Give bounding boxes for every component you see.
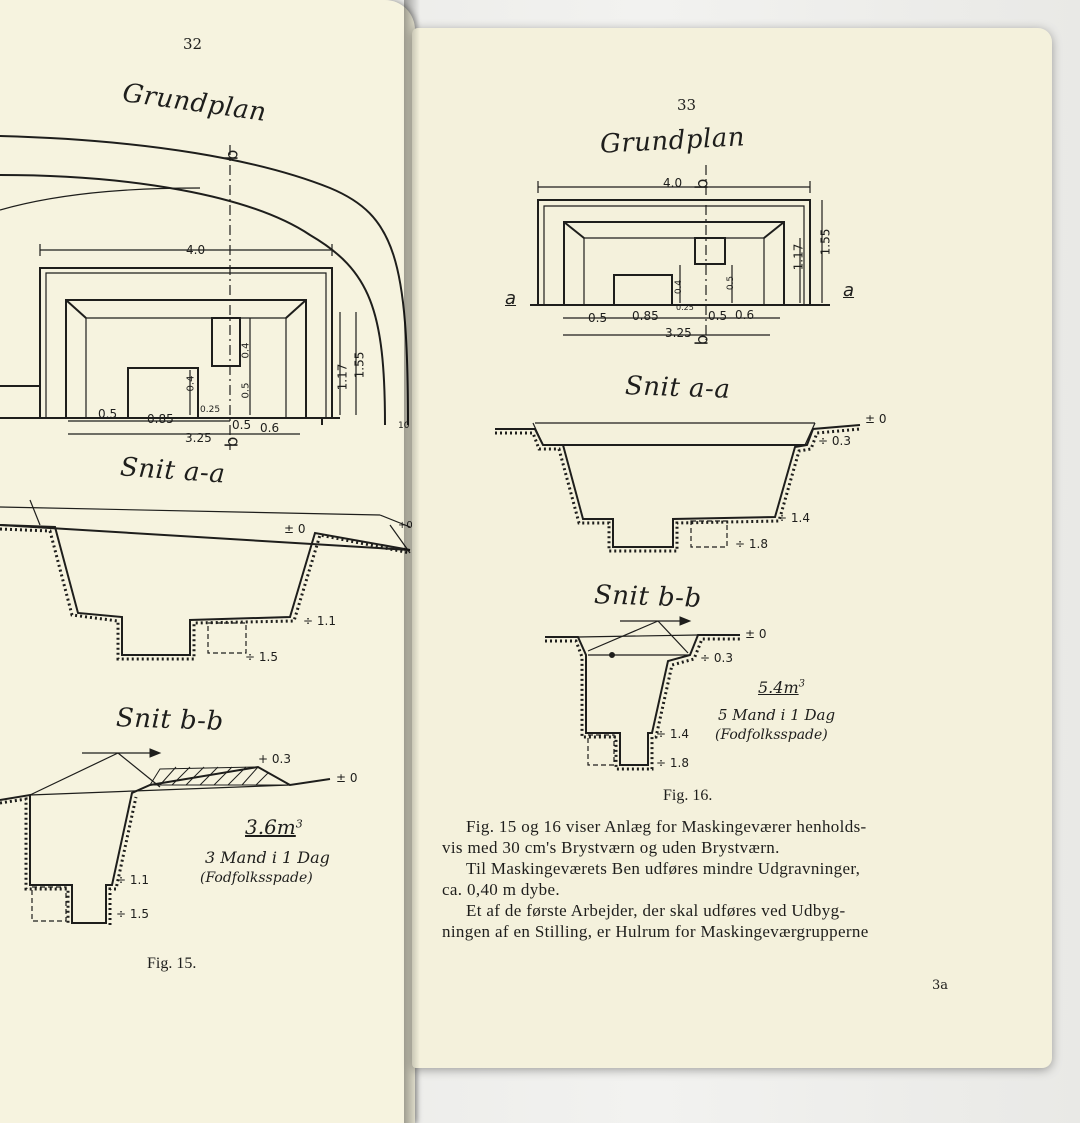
left-section-b-label-top: b <box>222 149 243 161</box>
right-dim-h1: 1.17 <box>791 243 806 271</box>
body-line: ningen af en Stilling, er Hulrum for Mas… <box>442 922 869 941</box>
left-work-volume: 3.6m3 <box>245 815 303 839</box>
right-work-volume-value: 5.4m <box>758 678 799 697</box>
left-dim-h1: 1.17 <box>335 363 350 391</box>
right-section-bb-drawing <box>540 616 760 775</box>
right-bb-depth2: ÷ 1.8 <box>656 756 689 770</box>
left-dim-clip: 10 <box>398 421 409 431</box>
left-dim-h2: 1.55 <box>352 351 367 379</box>
right-page <box>412 28 1052 1068</box>
right-dim-d4: 0.5 <box>708 309 728 323</box>
body-line: ca. 0,40 m dybe. <box>442 880 560 899</box>
right-body-text: Fig. 15 og 16 viser Anlæg for Maskingevæ… <box>442 816 962 942</box>
right-bb-ground: ± 0 <box>745 627 767 641</box>
right-section-a-label-left: a <box>505 288 517 309</box>
body-line: Til Maskingeværets Ben udføres mindre Ud… <box>466 859 861 878</box>
right-dim-d2: 0.85 <box>632 309 659 323</box>
right-aa-depth2: ÷ 1.8 <box>735 537 768 551</box>
left-aa-ground: ± 0 <box>284 522 306 536</box>
right-work-tool: (Fodfolksspade) <box>715 727 828 743</box>
left-work-crew: 3 Mand i 1 Dag <box>205 848 330 867</box>
left-page <box>0 0 415 1123</box>
left-ground-plan-drawing <box>0 140 410 460</box>
left-section-b-label-bottom: b <box>222 436 243 448</box>
left-bb-depth1: ÷ 1.1 <box>116 873 149 887</box>
body-line: Fig. 15 og 16 viser Anlæg for Maskingevæ… <box>466 817 867 836</box>
left-dim-v2: 0.5 <box>240 382 252 399</box>
left-dim-d1: 0.5 <box>98 407 118 421</box>
left-dim-d3: 0.25 <box>200 405 221 415</box>
right-section-bb-title: Snit b-b <box>593 580 703 614</box>
left-bb-ground: ± 0 <box>336 771 358 785</box>
right-dim-v1: 0.4 <box>674 279 685 295</box>
left-section-bb-title: Snit b-b <box>115 703 225 737</box>
left-work-tool: (Fodfolksspade) <box>200 870 313 886</box>
left-section-aa-drawing <box>0 495 410 665</box>
right-dim-h2: 1.55 <box>818 228 833 256</box>
right-dim-total: 3.25 <box>665 326 692 340</box>
right-aa-depth1: ÷ 1.4 <box>777 511 810 525</box>
left-aa-depth1: ÷ 1.1 <box>303 614 336 628</box>
right-bb-step: ÷ 0.3 <box>700 651 733 665</box>
signature-mark: 3a <box>932 978 949 993</box>
body-line: Et af de første Arbejder, der skal udfør… <box>466 901 846 920</box>
left-aa-cut-right: +0.3 <box>398 520 422 531</box>
right-aa-ground: ± 0 <box>865 412 887 426</box>
left-bb-depth2: ÷ 1.5 <box>116 907 149 921</box>
right-section-b-label-bottom: b <box>692 334 713 346</box>
left-aa-depth2: ÷ 1.5 <box>245 650 278 664</box>
left-dim-d2: 0.85 <box>147 412 174 426</box>
left-figure-caption: Fig. 15. <box>147 955 197 972</box>
right-section-a-label-right: a <box>843 280 855 301</box>
left-work-volume-value: 3.6m <box>245 815 296 839</box>
left-section-bb-drawing <box>0 748 410 925</box>
right-bb-depth1: ÷ 1.4 <box>656 727 689 741</box>
body-line: vis med 30 cm's Brystværn og uden Brystv… <box>442 838 780 857</box>
right-dim-d3: 0.25 <box>676 303 694 312</box>
right-section-aa-drawing <box>495 415 865 555</box>
left-dim-width: 4.0 <box>186 243 206 257</box>
right-section-b-label-top: b <box>692 178 713 190</box>
right-ground-plan-drawing <box>500 160 860 350</box>
book-gutter <box>404 0 424 1123</box>
left-dim-v1: 0.4 <box>185 375 197 392</box>
right-work-volume-exp: 3 <box>798 678 805 690</box>
right-aa-step: ÷ 0.3 <box>818 434 851 448</box>
right-work-volume: 5.4m3 <box>758 678 805 697</box>
left-bb-parapet: + 0.3 <box>258 752 291 766</box>
left-dim-v3: 0.4 <box>240 342 252 359</box>
right-section-aa-title: Snit a-a <box>624 371 731 405</box>
right-figure-caption: Fig. 16. <box>663 787 713 804</box>
right-work-crew: 5 Mand i 1 Dag <box>718 706 836 724</box>
right-page-number: 33 <box>677 96 697 114</box>
right-dim-d1: 0.5 <box>588 311 608 325</box>
right-dim-width: 4.0 <box>663 176 683 190</box>
left-dim-d4: 0.5 <box>232 418 252 432</box>
left-page-number: 32 <box>183 35 203 53</box>
right-dim-d5: 0.6 <box>735 308 755 322</box>
right-dim-v2: 0.5 <box>726 275 737 291</box>
left-dim-d5: 0.6 <box>260 421 280 435</box>
left-work-volume-exp: 3 <box>295 817 303 831</box>
left-dim-total: 3.25 <box>185 431 212 445</box>
